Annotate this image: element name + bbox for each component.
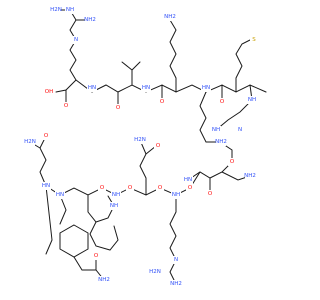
atom-label: N: [238, 127, 242, 133]
peptide-structure: H2N NH NH2 N OH O HN O HN O NH2 HN O S N…: [24, 6, 267, 288]
atom-label: NH2: [244, 173, 256, 179]
atom-label: NH2: [215, 139, 227, 145]
atom-label: NH2: [164, 14, 176, 20]
atom-label: OH: [45, 89, 53, 95]
atom-label: NH: [112, 192, 120, 198]
atom-label: O: [188, 185, 193, 191]
atom-label: NH2: [84, 17, 96, 23]
atom-label: O: [156, 143, 161, 149]
atom-label: O: [230, 159, 235, 165]
molecule-diagram: H2N NH NH2 N OH O HN O HN O NH2 HN O S N…: [24, 6, 267, 288]
atom-label: HN: [56, 192, 64, 198]
atom-label: H2N: [134, 137, 146, 143]
atom-label: O: [116, 105, 121, 111]
atom-label: H2N: [50, 7, 62, 13]
atom-label: NH: [110, 203, 118, 209]
atom-label: N: [74, 37, 78, 43]
atom-label: O: [94, 253, 99, 259]
atom-label: NH2: [170, 281, 182, 287]
atom-label: O: [128, 185, 133, 191]
atom-label: H2N: [24, 139, 36, 145]
atom-label: O: [158, 185, 163, 191]
atom-labels: H2N NH NH2 N OH O HN O HN O NH2 HN O S N…: [24, 6, 258, 288]
atom-label: NH: [248, 97, 256, 103]
atom-label: O: [100, 185, 105, 191]
atom-label: HN: [142, 85, 150, 91]
atom-label: O: [160, 99, 165, 105]
atom-label: N: [174, 257, 178, 263]
atom-label: O: [220, 99, 225, 105]
atom-label: S: [252, 37, 256, 43]
atom-label: O: [64, 103, 69, 109]
atom-label: O: [208, 191, 213, 197]
atom-label: HN: [42, 183, 50, 189]
atom-label: NH: [172, 192, 180, 198]
atom-label: H2N: [149, 269, 161, 275]
atom-label: NH2: [98, 277, 110, 283]
atom-label: NH: [66, 7, 74, 13]
atom-label: O: [44, 133, 49, 139]
bond-lines: [29, 9, 267, 285]
atom-label: HN: [202, 85, 210, 91]
atom-label: HN: [88, 85, 96, 91]
atom-label: NH: [212, 127, 220, 133]
atom-label: HN: [184, 177, 192, 183]
